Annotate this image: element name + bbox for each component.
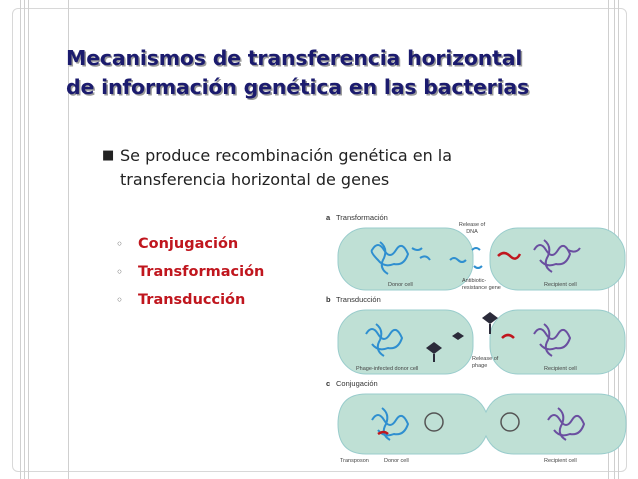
circle-bullet-icon: ◦ bbox=[116, 237, 124, 251]
left-rule bbox=[28, 0, 29, 479]
panel-a-letter: a bbox=[326, 213, 331, 222]
bullet-text-line-2: transferencia horizontal de genes bbox=[120, 170, 390, 189]
released-phage-icon bbox=[482, 312, 498, 334]
plasmid-recipient bbox=[500, 412, 520, 432]
recipient-dna-b bbox=[533, 323, 572, 357]
recipient-cell-b bbox=[489, 309, 626, 375]
bullet-text-line-1: Se produce recombinación genética en la bbox=[120, 146, 453, 165]
main-bullet: ■ Se produce recombinación genética en l… bbox=[102, 144, 572, 192]
donor-dna-c bbox=[371, 407, 410, 441]
donor-label-c: Donor cell bbox=[384, 458, 409, 464]
release-dna-label-2: DNA bbox=[466, 229, 478, 235]
release-dna-label-1: Release of bbox=[459, 222, 486, 228]
left-rule bbox=[24, 0, 25, 479]
square-bullet-icon: ■ bbox=[102, 148, 115, 163]
sub-item-label: Conjugación bbox=[138, 236, 239, 252]
transposon-label: Transposon bbox=[340, 458, 369, 464]
antibiotic-gene-a bbox=[497, 251, 522, 260]
list-item: ◦ Transformación bbox=[116, 264, 264, 292]
panel-c-title: Conjugación bbox=[336, 379, 378, 388]
release-phage-label-1: Release of bbox=[472, 356, 499, 362]
transposon-gene bbox=[377, 430, 389, 436]
panel-c-letter: c bbox=[326, 379, 330, 388]
resistance-label-1: Antibiotic- bbox=[462, 278, 486, 284]
resistance-label-2: resistance gene bbox=[462, 285, 501, 291]
gene-transfer-figure: a Transformación Release of DNA Donor ce… bbox=[322, 210, 628, 466]
recipient-cell-a bbox=[489, 227, 626, 291]
recipient-label-a: Recipient cell bbox=[544, 282, 577, 288]
conjugating-cells bbox=[337, 393, 627, 455]
slide-frame bbox=[12, 8, 627, 472]
title-line-1: Mecanismos de transferencia horizontal bbox=[66, 46, 523, 70]
recipient-label-c: Recipient cell bbox=[544, 458, 577, 464]
panel-a-title: Transformación bbox=[336, 213, 388, 222]
gene-transfer-diagram: a Transformación Release of DNA Donor ce… bbox=[326, 213, 627, 464]
phage-icon bbox=[426, 332, 464, 362]
panel-b-title: Transducción bbox=[336, 295, 381, 304]
recipient-dna-c bbox=[547, 407, 586, 441]
circle-bullet-icon: ◦ bbox=[116, 265, 124, 279]
recipient-label-b: Recipient cell bbox=[544, 366, 577, 372]
phage-donor-label: Phage-infected donor cell bbox=[356, 366, 418, 372]
circle-bullet-icon: ◦ bbox=[116, 293, 124, 307]
title-line-2: de información genética en las bacterias bbox=[66, 75, 530, 99]
recipient-dna-a bbox=[533, 239, 581, 273]
panel-b-letter: b bbox=[326, 295, 331, 304]
slide-title: Mecanismos de transferencia horizontal d… bbox=[66, 44, 626, 102]
list-item: ◦ Conjugación bbox=[116, 236, 264, 264]
donor-dna-a bbox=[370, 241, 431, 275]
donor-dna-b bbox=[365, 323, 404, 357]
donor-cell-b bbox=[337, 309, 474, 375]
transduced-gene bbox=[501, 333, 515, 339]
list-item: ◦ Transducción bbox=[116, 292, 264, 320]
sub-item-label: Transformación bbox=[138, 264, 265, 280]
release-phage-label-2: phage bbox=[472, 363, 487, 369]
plasmid-donor bbox=[424, 412, 444, 432]
left-rule bbox=[20, 0, 21, 479]
left-rule bbox=[68, 0, 69, 479]
sub-item-label: Transducción bbox=[138, 292, 246, 308]
sub-list: ◦ Conjugación ◦ Transformación ◦ Transducci… bbox=[116, 236, 264, 320]
donor-label-a: Donor cell bbox=[388, 282, 413, 288]
released-dna-fragments bbox=[449, 247, 483, 269]
